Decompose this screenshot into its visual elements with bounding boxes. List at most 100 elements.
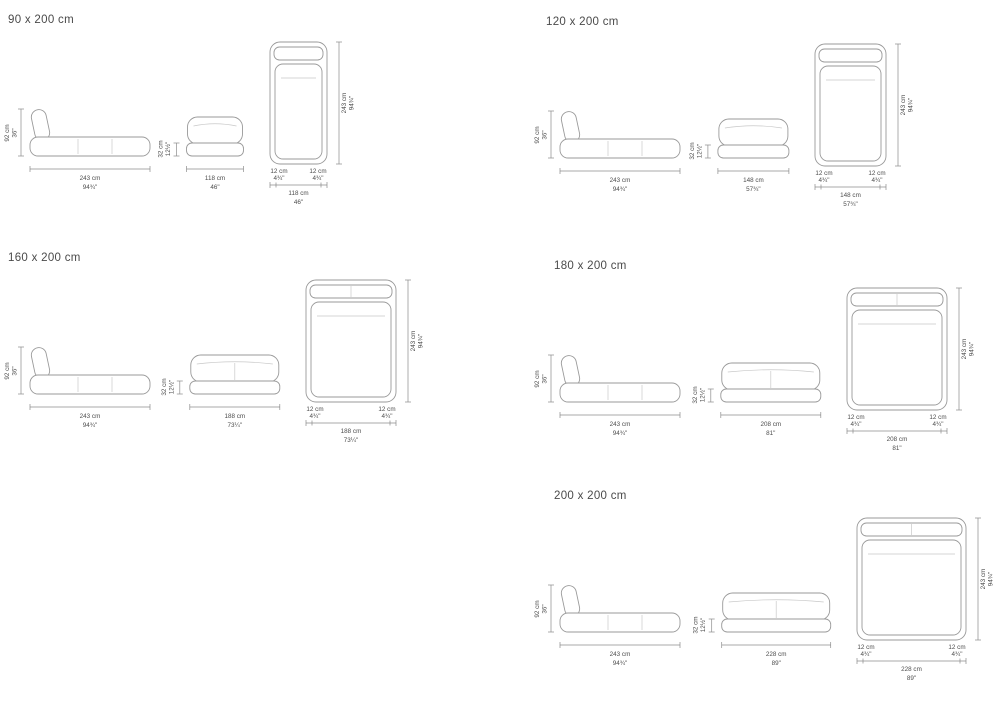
dim-label: 92 cm — [4, 124, 11, 141]
dim-label: 94¾" — [83, 422, 98, 429]
dim-label: 94¾" — [613, 186, 628, 193]
dimension-drawing: 92 cm 36" 243 cm 94¾" 32 cm 12½" 148 cm … — [534, 43, 915, 208]
dim-label: 92 cm — [534, 600, 541, 617]
dim-label: 243 cm — [410, 331, 417, 352]
bed-front-view — [186, 116, 244, 157]
headboard-front — [187, 116, 243, 145]
dim-label: 12 cm — [929, 414, 946, 421]
section-title: 200 x 200 cm — [554, 490, 627, 502]
dim-label: 4¾" — [952, 651, 963, 658]
dimension-drawing: 92 cm 36" 243 cm 94¾" 32 cm 12½" 208 cm … — [534, 287, 976, 452]
bed-base-side — [559, 138, 681, 159]
dim-label: 12 cm — [847, 414, 864, 421]
bed-front-view — [189, 354, 281, 395]
dim-label: 94¾" — [988, 572, 995, 587]
dim-label: 36" — [12, 366, 19, 375]
dim-label: 243 cm — [900, 95, 907, 116]
bed-side-view — [29, 109, 151, 157]
top-view-dimensions: 243 cm 94¾" 12 cm 4¾" 12 cm 4¾" 148 cm 5… — [814, 43, 915, 208]
seam-line — [727, 369, 814, 373]
bed-front-view — [721, 592, 832, 633]
bed-base-side — [559, 612, 681, 633]
front-view-dimensions: 32 cm 12½" 188 cm 73¼" — [161, 378, 281, 429]
dim-label: 4¾" — [851, 421, 862, 428]
dim-label: 4¾" — [933, 421, 944, 428]
bed-base-front — [186, 142, 244, 157]
mattress-top — [851, 309, 943, 406]
top-view-dimensions: 243 cm 94¾" 12 cm 4¾" 12 cm 4¾" 208 cm 8… — [846, 287, 976, 452]
dimension-drawing: 92 cm 36" 243 cm 94¾" 32 cm 12½" 228 cm … — [534, 517, 995, 682]
side-view-dimensions: 92 cm 36" 243 cm 94¾" — [4, 108, 151, 191]
mattress-top — [310, 301, 392, 398]
bed-side-view — [29, 347, 151, 395]
dim-label: 4¾" — [313, 175, 324, 182]
dim-label: 94¾" — [83, 184, 98, 191]
dim-label: 12 cm — [857, 644, 874, 651]
dim-label: 94¾" — [908, 98, 915, 113]
dim-label: 89" — [772, 660, 781, 667]
dim-label: 92 cm — [534, 126, 541, 143]
side-view-dimensions: 92 cm 36" 243 cm 94¾" — [534, 584, 681, 667]
bed-base-front — [717, 144, 790, 159]
section-title: 120 x 200 cm — [546, 16, 619, 28]
mattress-top — [819, 65, 882, 162]
size-section: 160 x 200 cm 92 cm 36" 243 cm 94¾" 32 cm — [0, 244, 470, 479]
dim-label: 92 cm — [4, 362, 11, 379]
mattress-top — [274, 63, 323, 160]
dim-label: 243 cm — [610, 421, 631, 428]
dim-label: 94¾" — [349, 96, 356, 111]
dim-label: 4¾" — [861, 651, 872, 658]
bed-top-view — [856, 517, 967, 641]
dim-label: 12½" — [695, 144, 703, 159]
dim-label: 188 cm — [341, 428, 362, 435]
headboard-top — [818, 48, 883, 63]
size-section: 90 x 200 cm 92 cm 36" 243 cm 94¾" 32 cm — [0, 6, 470, 241]
bed-base-front — [189, 380, 281, 395]
dim-label: 4¾" — [382, 413, 393, 420]
dim-label: 73¼" — [228, 422, 243, 429]
dim-label: 57¾" — [746, 186, 761, 193]
dim-label: 94¾" — [969, 342, 976, 357]
bed-base-front — [720, 388, 822, 403]
headboard-top — [273, 46, 324, 61]
dim-label: 208 cm — [760, 421, 781, 428]
dim-label: 32 cm — [689, 142, 696, 159]
dim-label: 243 cm — [610, 177, 631, 184]
dim-label: 32 cm — [158, 140, 165, 157]
section-title: 180 x 200 cm — [554, 260, 627, 272]
seam-line — [728, 599, 824, 603]
bed-front-view — [717, 118, 790, 159]
dim-label: 81" — [766, 430, 775, 437]
dim-label: 36" — [12, 128, 19, 137]
dim-label: 32 cm — [161, 378, 168, 395]
dimension-drawing: 92 cm 36" 243 cm 94¾" 32 cm 12½" 118 cm … — [4, 41, 356, 206]
dim-label: 12 cm — [309, 168, 326, 175]
dim-label: 188 cm — [224, 413, 245, 420]
bed-side-view — [559, 355, 681, 403]
dim-label: 12 cm — [270, 168, 287, 175]
dim-label: 36" — [542, 374, 549, 383]
dim-label: 118 cm — [288, 190, 308, 197]
dim-label: 12½" — [167, 380, 175, 395]
bed-side-view — [559, 585, 681, 633]
top-view-dimensions: 243 cm 94¾" 12 cm 4¾" 12 cm 4¾" 118 cm 4… — [269, 41, 356, 206]
dim-label: 118 cm — [205, 175, 225, 182]
dim-label: 243 cm — [80, 413, 101, 420]
bed-side-view — [559, 111, 681, 159]
seam-line — [724, 125, 782, 129]
dim-label: 12½" — [698, 388, 706, 403]
dim-label: 89" — [907, 675, 916, 682]
front-view-dimensions: 32 cm 12½" 118 cm 46" — [158, 140, 244, 191]
bed-top-view — [269, 41, 328, 165]
bed-top-view — [305, 279, 397, 403]
front-view-dimensions: 32 cm 12½" 228 cm 89" — [693, 616, 832, 667]
side-view-dimensions: 92 cm 36" 243 cm 94¾" — [534, 354, 681, 437]
dim-label: 243 cm — [341, 93, 348, 114]
dim-label: 36" — [542, 130, 549, 139]
dim-label: 73¼" — [344, 437, 359, 444]
dim-label: 243 cm — [980, 569, 987, 590]
dim-label: 148 cm — [840, 192, 861, 199]
seam-line — [193, 123, 237, 127]
size-section: 180 x 200 cm 92 cm 36" 243 cm 94¾" 32 cm — [530, 252, 1000, 487]
dim-label: 208 cm — [887, 436, 908, 443]
